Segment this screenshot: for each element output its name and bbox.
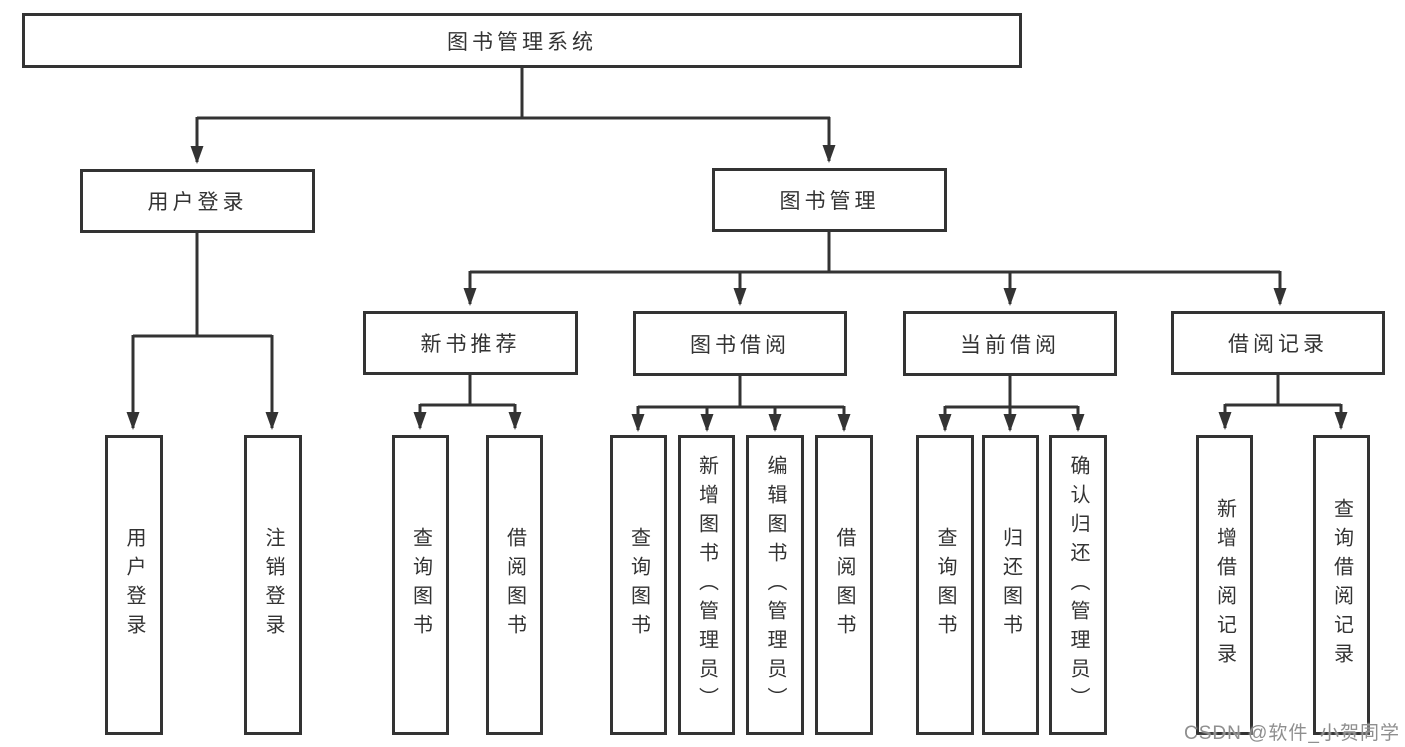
node-book-borrowing: 图书借阅 bbox=[633, 311, 847, 376]
node-user-login-branch: 用户登录 bbox=[80, 169, 315, 233]
leaf-add-borrow-record: 新增借阅记录 bbox=[1196, 435, 1253, 735]
leaf-edit-books-admin: 编辑图书（管理员） bbox=[746, 435, 804, 735]
csdn-watermark: CSDN @软件_小贺同学 bbox=[1184, 723, 1400, 744]
leaf-query-books-current: 查询图书 bbox=[916, 435, 974, 735]
leaf-add-books-admin: 新增图书（管理员） bbox=[678, 435, 735, 735]
leaf-user-login: 用户登录 bbox=[105, 435, 163, 735]
node-library-management-system: 图书管理系统 bbox=[22, 13, 1022, 68]
node-new-book-recommendation: 新书推荐 bbox=[363, 311, 578, 375]
leaf-query-books-recommend: 查询图书 bbox=[392, 435, 449, 735]
leaf-query-borrow-record: 查询借阅记录 bbox=[1313, 435, 1370, 735]
leaf-confirm-return-admin: 确认归还（管理员） bbox=[1049, 435, 1107, 735]
node-current-borrowing: 当前借阅 bbox=[903, 311, 1117, 376]
leaf-query-books-borrow: 查询图书 bbox=[610, 435, 667, 735]
node-borrowing-records: 借阅记录 bbox=[1171, 311, 1385, 375]
leaf-borrow-books: 借阅图书 bbox=[815, 435, 873, 735]
node-book-management-branch: 图书管理 bbox=[712, 168, 947, 232]
leaf-borrow-books-recommend: 借阅图书 bbox=[486, 435, 543, 735]
leaf-return-books: 归还图书 bbox=[982, 435, 1039, 735]
leaf-logout: 注销登录 bbox=[244, 435, 302, 735]
